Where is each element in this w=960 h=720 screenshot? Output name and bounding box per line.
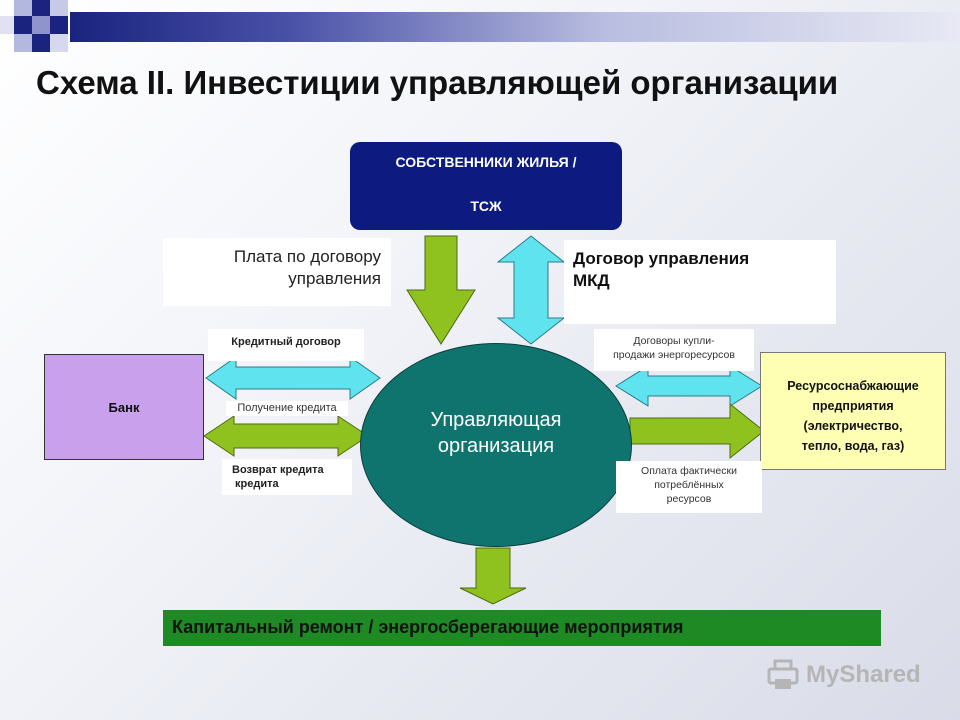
decor-square	[32, 0, 50, 16]
credit-repay-line1: Возврат кредита	[232, 464, 324, 476]
watermark-text: MyShared	[806, 661, 921, 688]
resource-suppliers-box: Ресурсоснабжающие предприятия (электриче…	[760, 352, 946, 470]
arrow-capital-down	[459, 547, 527, 605]
arrow-resource-payment	[629, 402, 765, 460]
bank-label: Банк	[108, 399, 140, 415]
payfact-line2: потреблённых	[654, 479, 724, 491]
payfact-line1: Оплата фактически	[641, 465, 737, 477]
contract-label-line1: Договор управления	[573, 249, 750, 268]
credit-repay-label: Возврат кредита кредита	[222, 459, 352, 495]
purchase-line1: Договоры купли-	[633, 335, 715, 347]
credit-agreement-label: Кредитный договор	[208, 329, 364, 361]
decor-square	[50, 16, 68, 34]
decor-square	[14, 16, 32, 34]
header-gradient-bar	[70, 12, 960, 42]
contract-label: Договор управления МКД	[564, 240, 836, 324]
decor-square	[14, 34, 32, 52]
resources-line1: Ресурсоснабжающие	[787, 379, 919, 393]
watermark: MyShared	[766, 654, 936, 696]
resources-line3: (электричество,	[803, 419, 903, 433]
arrow-purchase-contracts	[615, 365, 763, 407]
resource-payment-label: Оплата фактически потреблённых ресурсов	[616, 461, 762, 513]
arrow-contract-bidirectional	[496, 235, 566, 345]
decor-square	[0, 16, 14, 34]
arrow-credit-agreement	[205, 356, 381, 400]
credit-repay-line2: кредита	[232, 478, 279, 490]
payment-label: Плата по договору управления	[163, 238, 391, 306]
owners-line1: СОБСТВЕННИКИ ЖИЛЬЯ /	[395, 154, 577, 170]
decor-square	[14, 0, 32, 16]
decor-square	[32, 16, 50, 34]
decor-square	[50, 34, 68, 52]
resources-line4: тепло, вода, газ)	[801, 439, 905, 453]
center-line1: Управляющая	[430, 409, 562, 431]
purchase-line2: продажи энергоресурсов	[613, 349, 735, 361]
decor-square	[32, 34, 50, 52]
management-company-node: Управляющая организация	[360, 343, 632, 547]
center-line2: организация	[437, 435, 555, 457]
purchase-contracts-label: Договоры купли- продажи энергоресурсов	[594, 329, 754, 371]
payfact-line3: ресурсов	[666, 493, 712, 505]
decor-square	[50, 0, 68, 16]
capital-repair-box: Капитальный ремонт / энергосберегающие м…	[163, 610, 881, 646]
printer-icon	[767, 659, 799, 689]
payment-label-line2: управления	[288, 269, 381, 288]
arrow-payment-down	[406, 235, 476, 345]
owners-box: СОБСТВЕННИКИ ЖИЛЬЯ / ТСЖ	[350, 142, 622, 230]
owners-line2: ТСЖ	[470, 198, 502, 214]
contract-label-line2: МКД	[573, 271, 610, 290]
payment-label-line1: Плата по договору	[233, 247, 381, 266]
page-title: Схема II. Инвестиции управляющей организ…	[36, 64, 839, 101]
bank-box: Банк	[44, 354, 204, 460]
arrow-credit-flow	[203, 415, 369, 457]
resources-line2: предприятия	[812, 399, 894, 413]
credit-receive-label: Получение кредита	[226, 401, 348, 416]
